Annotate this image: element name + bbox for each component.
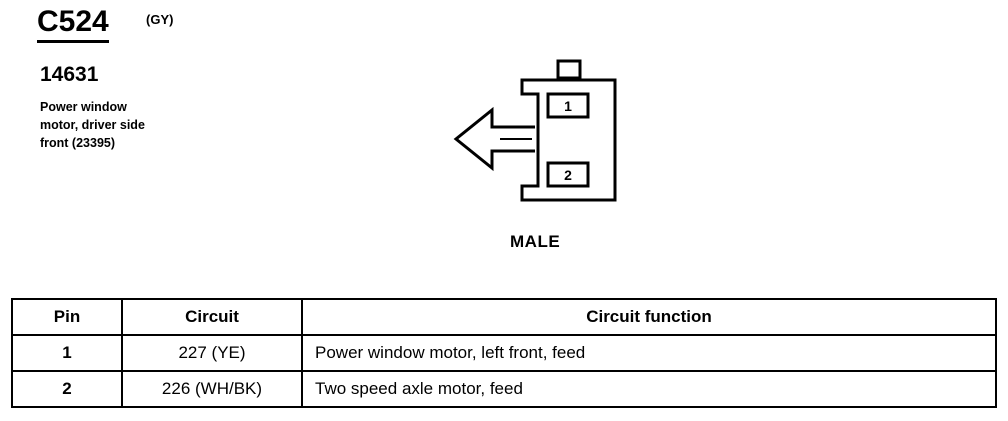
circuit-cell: 227 (YE): [121, 334, 303, 372]
column-header-pin: Pin: [11, 298, 123, 336]
description-line: front (23395): [40, 136, 116, 150]
pin-cell: 2: [11, 370, 123, 408]
pin-cell: 1: [11, 334, 123, 372]
connector-body: [520, 78, 617, 202]
connector-description: Power window motor, driver side front (2…: [40, 98, 200, 152]
column-header-circuit-function: Circuit function: [301, 298, 997, 336]
cavity-2-label: 2: [564, 167, 572, 183]
circuit-function-cell: Two speed axle motor, feed: [301, 370, 997, 408]
connector-color-code: (GY): [146, 12, 174, 27]
circuit-function-cell: Power window motor, left front, feed: [301, 334, 997, 372]
cavity-1-label: 1: [564, 98, 572, 114]
column-header-circuit: Circuit: [121, 298, 303, 336]
connector-face-diagram: 1 2: [453, 59, 617, 202]
connector-gender-label: MALE: [510, 232, 561, 251]
cavity-2: [546, 161, 590, 188]
table-header-row: Pin Circuit Circuit function: [11, 298, 997, 336]
table-row: 2 226 (WH/BK) Two speed axle motor, feed: [11, 370, 997, 408]
circuit-cell: 226 (WH/BK): [121, 370, 303, 408]
connector-id: C524: [37, 6, 109, 43]
connector-latch-tab: [556, 59, 582, 80]
pin-table: Pin Circuit Circuit function 1 227 (YE) …: [11, 298, 997, 408]
table-row: 1 227 (YE) Power window motor, left fron…: [11, 334, 997, 372]
part-number: 14631: [40, 63, 99, 86]
cavity-1: [546, 92, 590, 119]
description-line: motor, driver side: [40, 118, 145, 132]
description-line: Power window: [40, 100, 127, 114]
mating-direction-arrow-icon: [453, 106, 535, 172]
